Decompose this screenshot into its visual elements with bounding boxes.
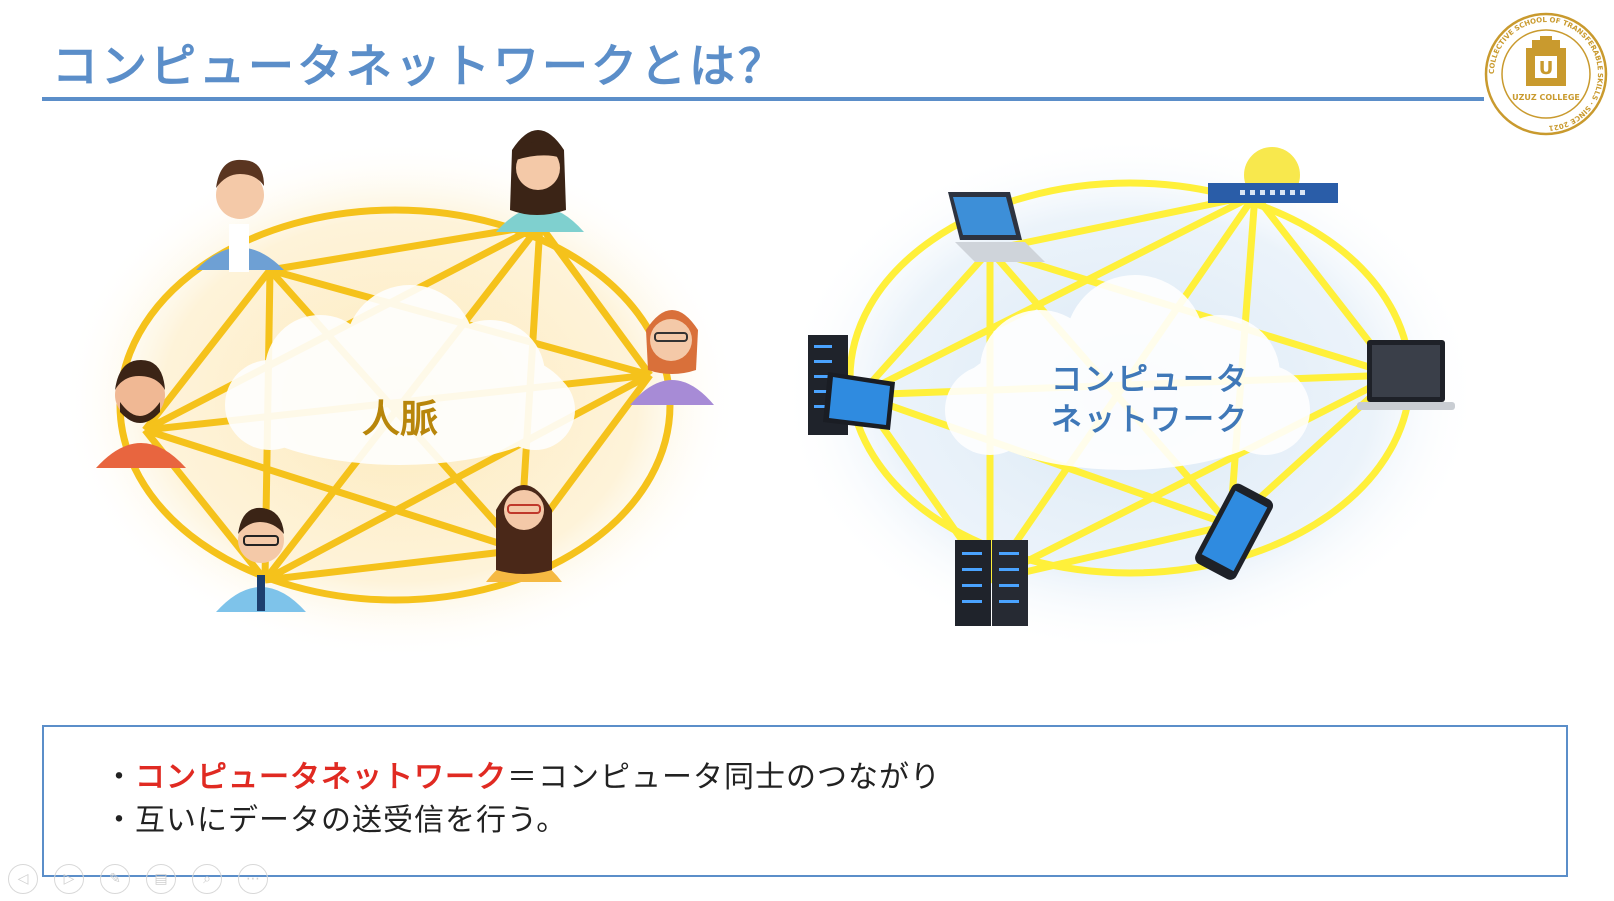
human-network — [60, 130, 740, 660]
slide-player-controls: ◁ ▷ ✎ ▤ ⌕ ⋯ — [8, 864, 268, 896]
smartphone-icon — [1195, 483, 1274, 580]
computer-network-label: コンピュータ ネットワーク — [1000, 360, 1300, 440]
bullet-marker: ・ — [104, 803, 135, 838]
next-icon[interactable]: ▷ — [54, 864, 84, 894]
human-cloud — [225, 285, 575, 465]
more-icon[interactable]: ⋯ — [238, 864, 268, 894]
pen-icon[interactable]: ✎ — [100, 864, 130, 894]
summary-box: ・コンピュータネットワーク＝コンピュータ同士のつながり ・互いにデータの送受信を… — [42, 725, 1568, 877]
data-exchange-text: 互いにデータの送受信を行う。 — [135, 803, 568, 838]
slides-icon[interactable]: ▤ — [146, 864, 176, 894]
network-cloud — [945, 275, 1310, 470]
highlight-term: コンピュータネットワーク — [135, 760, 507, 795]
network-switch-icon — [1208, 147, 1338, 203]
computer-network-label-line2: ネットワーク — [1051, 402, 1249, 438]
building-icon — [1526, 36, 1566, 86]
man-blazer-icon — [196, 159, 284, 272]
uzuz-college-logo: U UZUZ COLLEGE COLLECTIVE SCHOOL OF TRAN… — [1484, 12, 1608, 136]
bullet-definition: ・コンピュータネットワーク＝コンピュータ同士のつながり — [104, 752, 941, 796]
computer-network-label-line1: コンピュータ — [1051, 362, 1249, 398]
woman-glasses-red-hair-icon — [630, 310, 714, 405]
server-with-monitor-icon — [808, 335, 895, 435]
man-beard-icon — [96, 360, 186, 468]
logo-letter: U — [1539, 58, 1554, 79]
woman-glasses-icon — [486, 485, 562, 582]
prev-icon[interactable]: ◁ — [8, 864, 38, 894]
slide-title: コンピュータネットワークとは？ — [52, 39, 787, 93]
definition-text: ＝コンピュータ同士のつながり — [507, 760, 941, 795]
server-rack-icon — [955, 540, 1028, 626]
zoom-icon[interactable]: ⌕ — [192, 864, 222, 894]
title-underline — [42, 97, 1484, 101]
man-glasses-tie-icon — [216, 507, 306, 612]
computer-network — [780, 135, 1480, 655]
bullet-data-exchange: ・互いにデータの送受信を行う。 — [104, 795, 567, 839]
bullet-marker: ・ — [104, 760, 135, 795]
laptop-icon — [948, 192, 1045, 262]
human-network-label: 人脈 — [361, 397, 438, 441]
logo-brand-text: UZUZ COLLEGE — [1512, 93, 1580, 102]
laptop-dark-icon — [1357, 340, 1455, 410]
woman-ponytail-icon — [496, 130, 584, 232]
